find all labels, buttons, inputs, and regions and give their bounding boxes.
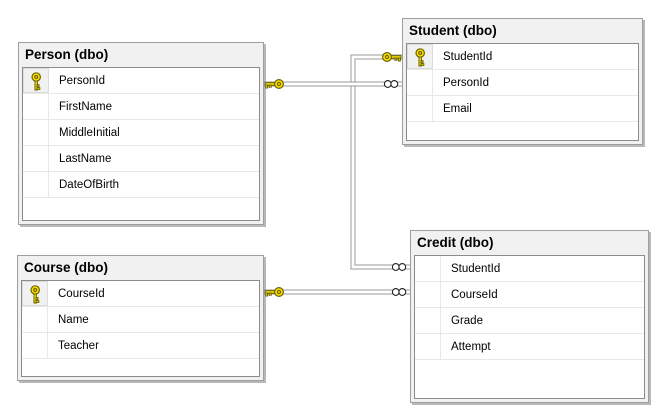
- key-icon: [264, 78, 285, 90]
- column-row-email[interactable]: Email: [407, 96, 638, 122]
- primary-key-cell[interactable]: [23, 68, 49, 93]
- column-name: FirstName: [59, 100, 113, 113]
- row-selector-cell[interactable]: [23, 94, 49, 119]
- table-title-student[interactable]: Student (dbo): [409, 23, 497, 38]
- column-name: StudentId: [443, 50, 493, 63]
- table-title-person[interactable]: Person (dbo): [25, 47, 109, 62]
- column-name: PersonId: [59, 74, 106, 87]
- column-row-teacher[interactable]: Teacher: [22, 333, 259, 359]
- column-name: DateOfBirth: [59, 178, 120, 191]
- row-selector-cell[interactable]: [415, 308, 441, 333]
- table-title-course[interactable]: Course (dbo): [24, 260, 108, 275]
- relationship-fk_student_person[interactable]: [264, 78, 402, 90]
- column-row-name[interactable]: Name: [22, 307, 259, 333]
- row-selector-cell[interactable]: [415, 282, 441, 307]
- primary-key-icon: [415, 48, 425, 67]
- column-name: MiddleInitial: [59, 126, 120, 139]
- column-row-studentid[interactable]: StudentId: [407, 44, 638, 70]
- column-row-middleinitial[interactable]: MiddleInitial: [23, 120, 259, 146]
- primary-key-icon: [30, 285, 40, 304]
- key-icon: [264, 286, 285, 298]
- row-selector-cell[interactable]: [415, 256, 441, 281]
- column-row-courseid[interactable]: CourseId: [22, 281, 259, 307]
- column-name: LastName: [59, 152, 112, 165]
- column-row-lastname[interactable]: LastName: [23, 146, 259, 172]
- row-selector-cell[interactable]: [22, 333, 48, 358]
- column-row-dateofbirth[interactable]: DateOfBirth: [23, 172, 259, 198]
- relationship-fk_credit_student[interactable]: [350, 51, 410, 271]
- row-selector-cell[interactable]: [407, 96, 433, 121]
- column-row-attempt[interactable]: Attempt: [415, 334, 644, 360]
- row-selector-cell[interactable]: [23, 120, 49, 145]
- column-row-studentid[interactable]: StudentId: [415, 256, 644, 282]
- row-selector-cell[interactable]: [415, 334, 441, 359]
- column-name: Attempt: [451, 340, 491, 353]
- row-selector-cell[interactable]: [23, 146, 49, 171]
- column-row-firstname[interactable]: FirstName: [23, 94, 259, 120]
- column-name: PersonId: [443, 76, 490, 89]
- column-name: Email: [443, 102, 472, 115]
- relationship-fk_credit_course[interactable]: [264, 286, 410, 298]
- table-title-credit[interactable]: Credit (dbo): [417, 235, 494, 250]
- column-name: Grade: [451, 314, 483, 327]
- column-row-personid[interactable]: PersonId: [23, 68, 259, 94]
- column-name: StudentId: [451, 262, 501, 275]
- column-name: Name: [58, 313, 89, 326]
- key-icon: [381, 51, 402, 63]
- column-row-personid[interactable]: PersonId: [407, 70, 638, 96]
- column-name: Teacher: [58, 339, 99, 352]
- column-name: CourseId: [58, 287, 105, 300]
- column-row-grade[interactable]: Grade: [415, 308, 644, 334]
- primary-key-cell[interactable]: [407, 44, 433, 69]
- primary-key-cell[interactable]: [22, 281, 48, 306]
- infinity-icon: [383, 80, 399, 88]
- row-selector-cell[interactable]: [407, 70, 433, 95]
- infinity-icon: [391, 263, 407, 271]
- primary-key-icon: [31, 72, 41, 91]
- infinity-icon: [391, 288, 407, 296]
- row-selector-cell[interactable]: [22, 307, 48, 332]
- column-row-courseid[interactable]: CourseId: [415, 282, 644, 308]
- column-name: CourseId: [451, 288, 498, 301]
- row-selector-cell[interactable]: [23, 172, 49, 197]
